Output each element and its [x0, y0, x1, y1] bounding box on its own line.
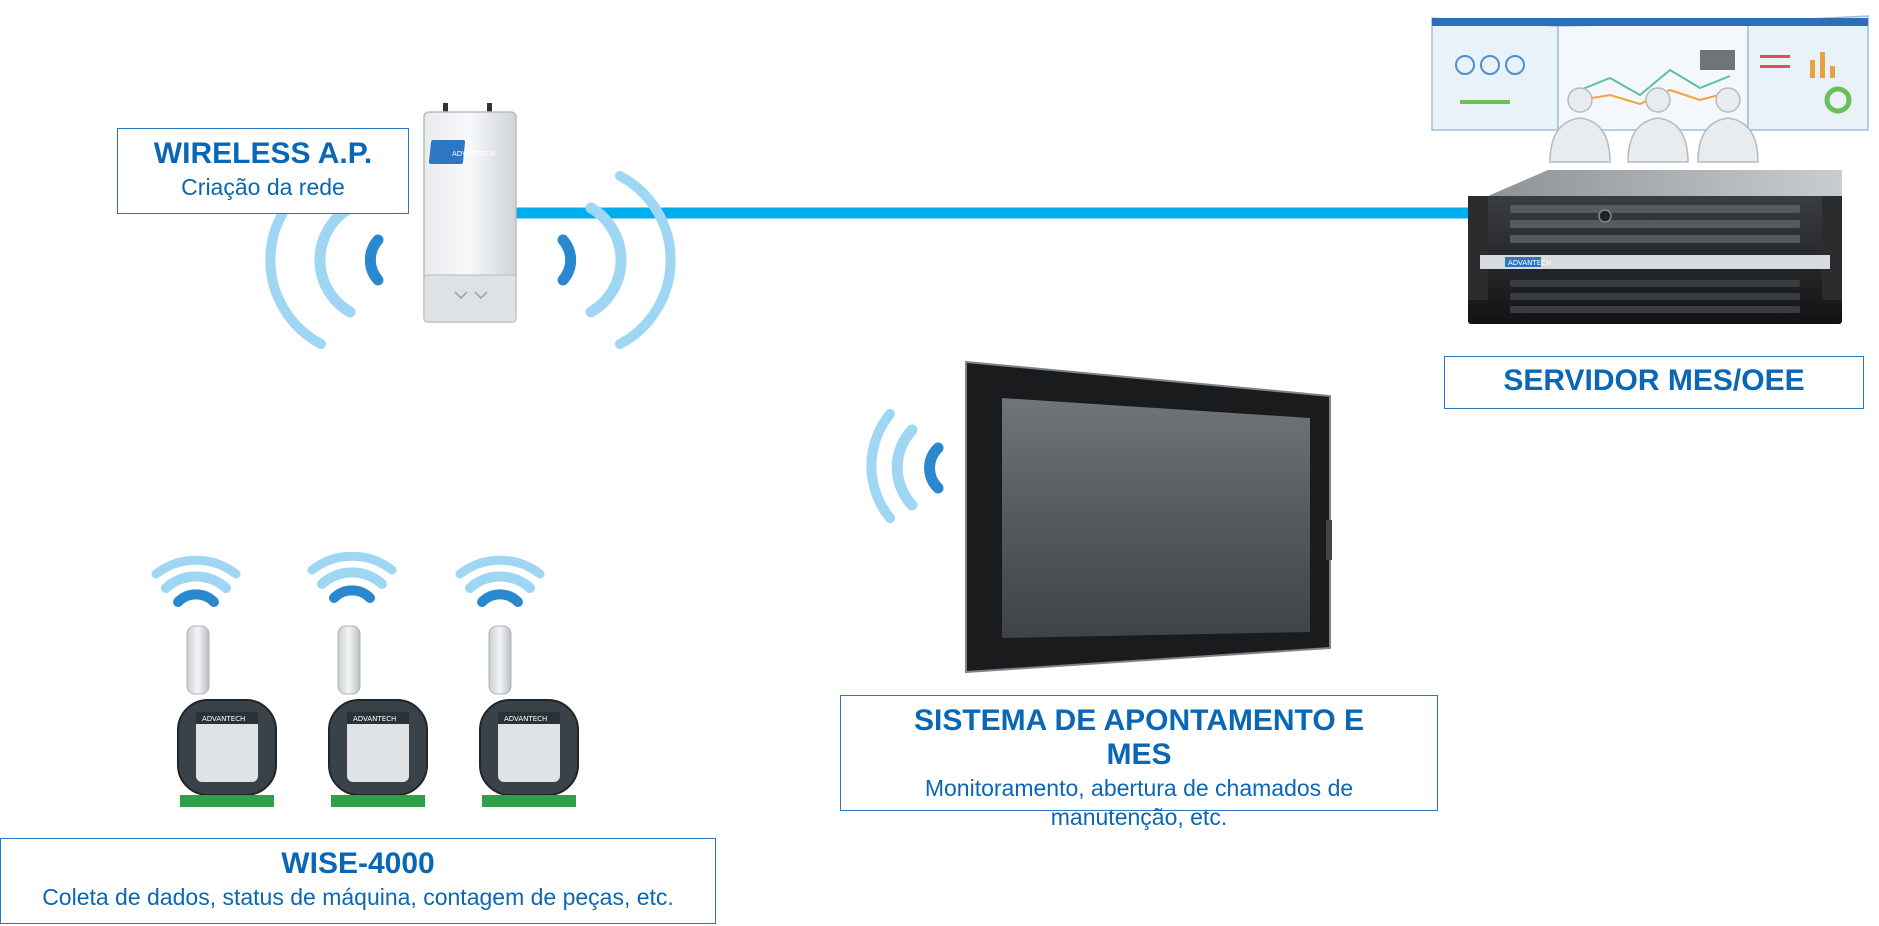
- svg-text:ADVANTECH: ADVANTECH: [504, 715, 547, 723]
- panel-pc-icon: [965, 360, 1332, 674]
- wifi-waves-wise-2-icon: [307, 551, 397, 603]
- monitoring-dashboard-icon: [1431, 15, 1869, 163]
- wifi-waves-panel-icon: [866, 409, 944, 523]
- wise-subtitle: Coleta de dados, status de máquina, cont…: [42, 884, 674, 910]
- wifi-waves-wise-3-icon: [455, 555, 545, 607]
- panel-label: SISTEMA DE APONTAMENTO E MES Monitoramen…: [840, 695, 1438, 830]
- rack-server-icon: ADVANTECH: [1468, 170, 1842, 324]
- io-module-icon-1: ADVANTECH: [177, 625, 277, 807]
- wifi-waves-wise-1-icon: [151, 555, 241, 607]
- server-title: SERVIDOR MES/OEE: [1503, 364, 1805, 397]
- svg-text:ADVANTECH: ADVANTECH: [202, 715, 245, 723]
- wireless-ap-subtitle: Criação da rede: [181, 174, 345, 200]
- wireless-ap-title: WIRELESS A.P.: [153, 137, 373, 170]
- svg-text:ADVANTECH: ADVANTECH: [353, 715, 396, 723]
- io-module-icon-2: ADVANTECH: [328, 625, 428, 807]
- server-label: SERVIDOR MES/OEE: [1444, 356, 1864, 409]
- io-module-icon-3: ADVANTECH: [479, 625, 579, 807]
- access-point-icon: ADVANTECH: [423, 103, 517, 323]
- wise-label: WISE-4000 Coleta de dados, status de máq…: [0, 838, 716, 924]
- svg-text:ADVANTECH: ADVANTECH: [1508, 259, 1551, 267]
- wise-title: WISE-4000: [281, 847, 435, 880]
- svg-text:ADVANTECH: ADVANTECH: [452, 150, 495, 158]
- wifi-waves-ap-right-icon: [557, 171, 676, 349]
- panel-title: SISTEMA DE APONTAMENTO E MES: [913, 704, 1365, 771]
- wireless-ap-label: WIRELESS A.P. Criação da rede: [117, 128, 409, 214]
- panel-subtitle: Monitoramento, abertura de chamados de m…: [924, 775, 1354, 830]
